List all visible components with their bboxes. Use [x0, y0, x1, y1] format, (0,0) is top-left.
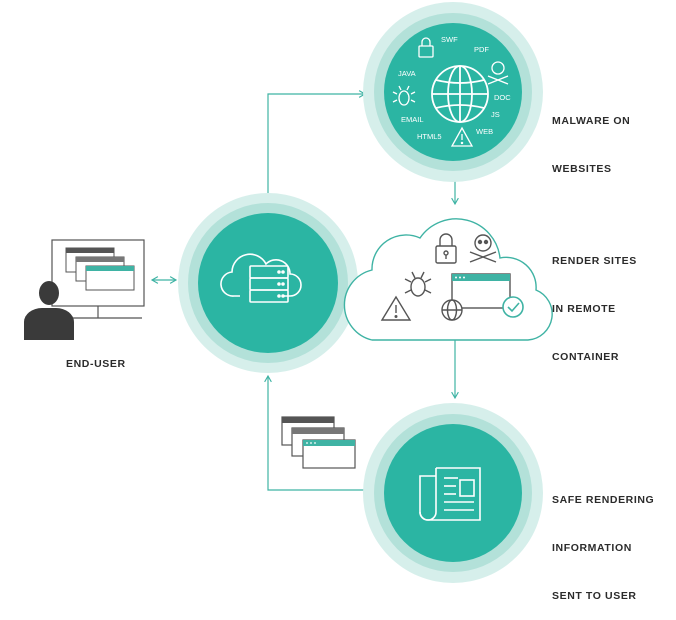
bug-icon [404, 271, 432, 297]
browser-window-icon [302, 439, 356, 469]
safe-label-line-3: SENT TO USER [552, 590, 637, 602]
globe-icon [431, 65, 489, 123]
returned-pages-icon [281, 416, 356, 469]
arrow-server-to-malware [267, 90, 367, 193]
tag-web: WEB [476, 127, 493, 136]
tag-email: EMAIL [401, 115, 424, 124]
cloud-outline [343, 218, 553, 341]
render-label: RENDER SITES IN REMOTE CONTAINER [552, 221, 637, 381]
newspaper-icon [419, 467, 481, 521]
safe-label-line-2: INFORMATION [552, 542, 632, 554]
tag-html5: HTML5 [417, 132, 442, 141]
arrow-safe-to-server [264, 374, 370, 491]
render-label-line-1: RENDER SITES [552, 255, 637, 267]
warning-icon [380, 295, 412, 321]
tag-java: JAVA [398, 69, 416, 78]
malware-label-line-1: MALWARE ON [552, 115, 631, 127]
check-icon [502, 296, 524, 318]
end-user-label: END-USER [66, 358, 126, 370]
server-circle [178, 193, 358, 373]
malware-label: MALWARE ON WEBSITES [552, 81, 630, 193]
globe-icon [441, 299, 463, 321]
skull-icon [469, 234, 497, 263]
bug-icon [392, 85, 416, 106]
safe-label-line-1: SAFE RENDERING [552, 494, 655, 506]
lock-icon [418, 37, 434, 58]
safe-rendering-label: SAFE RENDERING INFORMATION SENT TO USER [552, 460, 654, 620]
browser-window-icon [85, 265, 135, 291]
malware-circle: SWF PDF JAVA DOC JS EMAIL HTML5 WEB [363, 2, 543, 182]
person-icon [24, 281, 74, 340]
tag-js: JS [491, 110, 500, 119]
render-cloud [343, 218, 553, 341]
browser-window-icon [451, 273, 511, 309]
tag-doc: DOC [494, 93, 511, 102]
render-label-line-2: IN REMOTE [552, 303, 616, 315]
render-label-line-3: CONTAINER [552, 351, 620, 363]
skull-icon [487, 61, 509, 85]
connector-lines [150, 90, 459, 491]
user-at-computer-icon [24, 239, 145, 340]
tag-swf: SWF [441, 35, 458, 44]
safe-circle [363, 403, 543, 583]
malware-label-line-2: WEBSITES [552, 163, 612, 175]
warning-icon [450, 126, 474, 147]
tag-pdf: PDF [474, 45, 489, 54]
malware-tags: SWF PDF JAVA DOC JS EMAIL HTML5 WEB [398, 35, 511, 141]
lock-icon [435, 233, 457, 264]
cloud-server-icon [220, 253, 302, 303]
remote-browser-isolation-diagram: SWF PDF JAVA DOC JS EMAIL HTML5 WEB [24, 2, 553, 583]
